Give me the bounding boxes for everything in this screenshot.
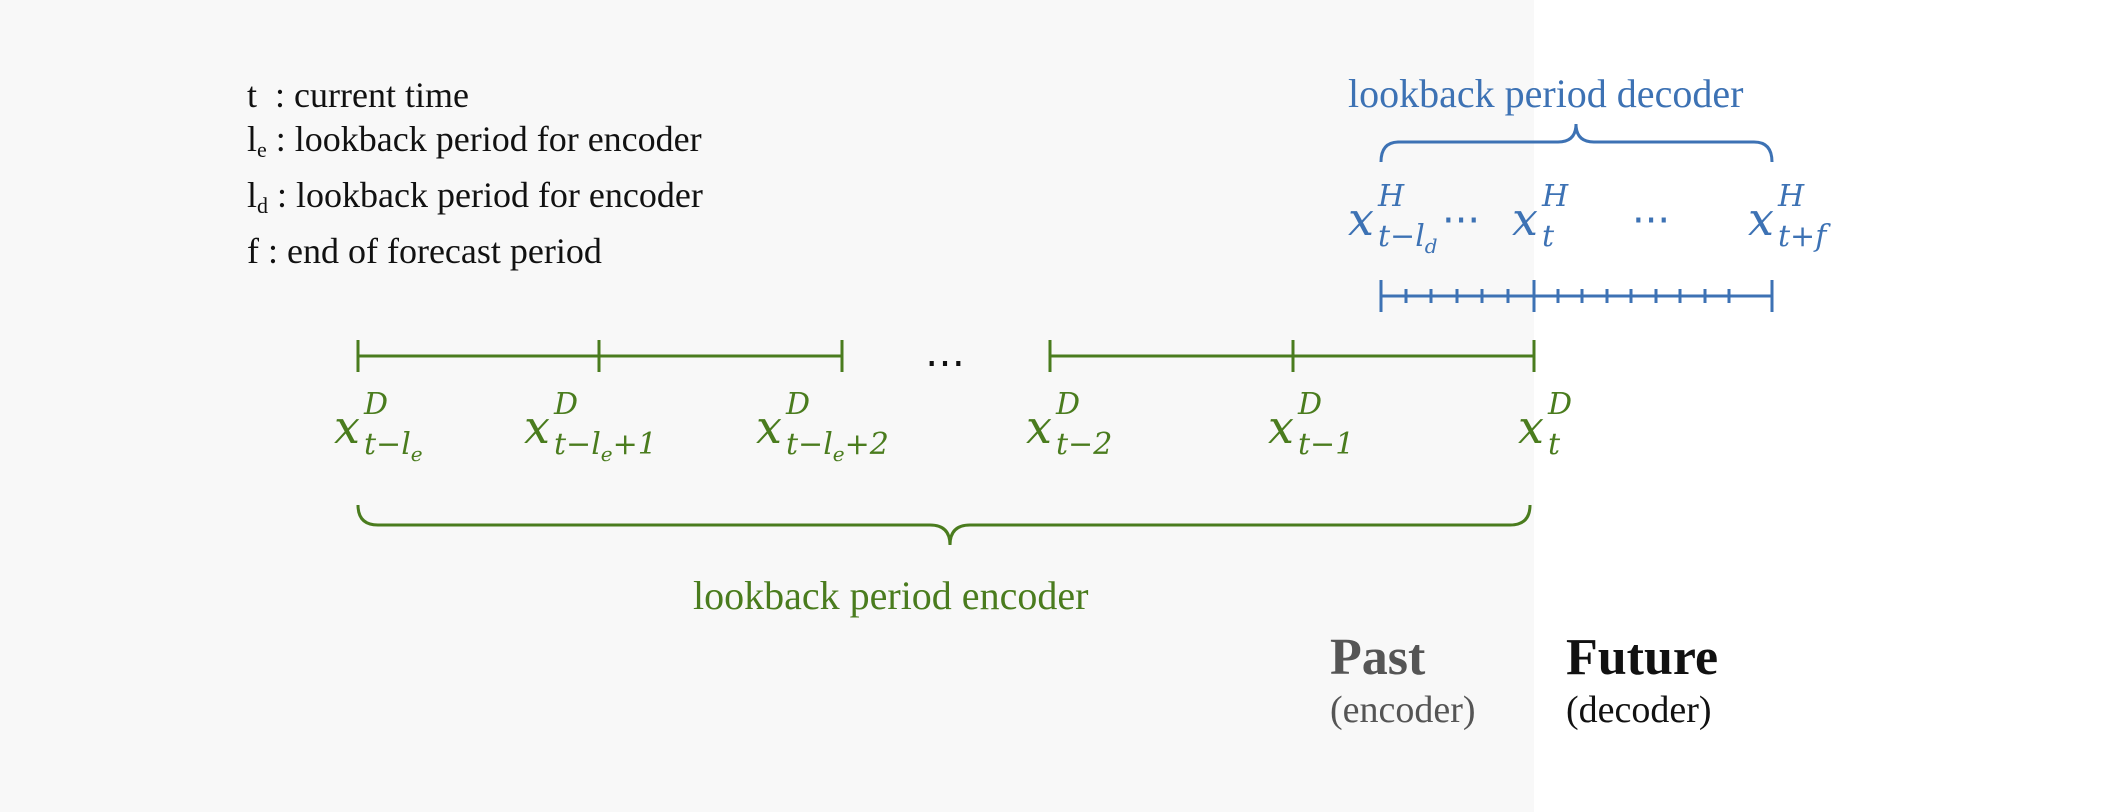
encoder-timeline (356, 340, 1536, 372)
decoder-title: lookback period decoder (1348, 71, 1744, 116)
encoder-ellipsis: … (925, 330, 965, 376)
legend-item-le: le : lookback period for encoder (247, 119, 702, 162)
encoder-brace (356, 504, 1532, 546)
decoder-timeline (1379, 280, 1774, 312)
future-subheading: (decoder) (1566, 689, 1712, 731)
encoder-title: lookback period encoder (693, 573, 1089, 618)
legend-item-t: t : current time (247, 75, 469, 115)
decoder-brace (1379, 123, 1774, 163)
legend-item-f: f : end of forecast period (247, 231, 602, 271)
past-heading: Past (1330, 629, 1426, 686)
past-region-background (0, 0, 1534, 812)
past-subheading: (encoder) (1330, 689, 1476, 731)
future-heading: Future (1566, 629, 1719, 686)
legend-item-ld: ld : lookback period for encoder (247, 175, 703, 218)
decoder-ellipsis-1: ··· (1442, 198, 1481, 244)
decoder-ellipsis-2: ··· (1632, 198, 1671, 244)
